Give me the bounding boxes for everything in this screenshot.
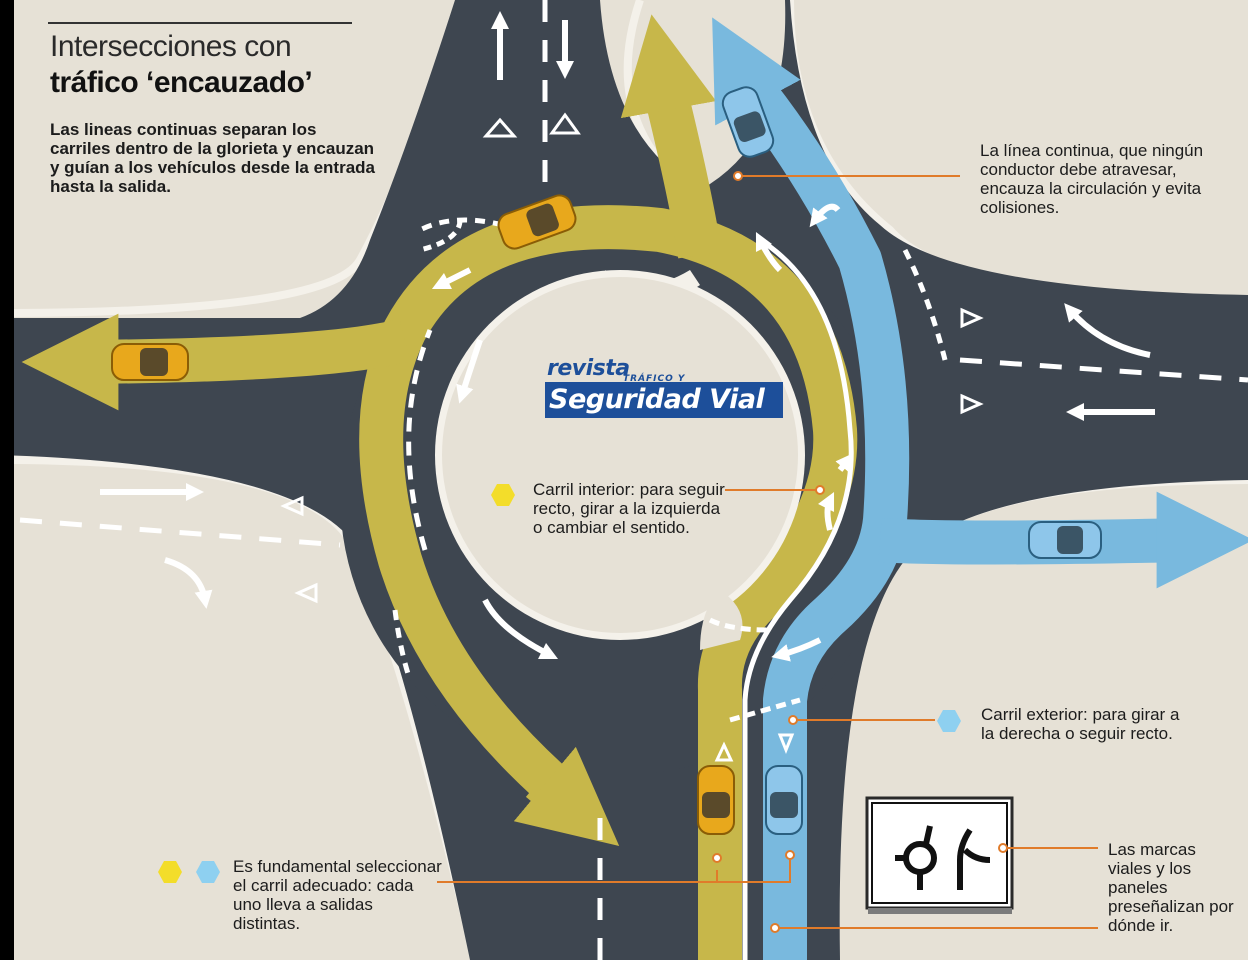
outer-exit-arrow-north bbox=[712, 17, 801, 126]
note-solid-line: La línea continua, que ningún conductor … bbox=[980, 141, 1204, 217]
title-line-1: Intersecciones con bbox=[50, 30, 292, 63]
note-outer-lane: Carril exterior: para girar a la derecha… bbox=[981, 705, 1180, 743]
car-icon bbox=[721, 86, 775, 158]
note-inner-lane: Carril interior: para seguir recto, gira… bbox=[533, 480, 725, 537]
road-arrows bbox=[100, 11, 1155, 662]
yield-triangles bbox=[280, 112, 984, 762]
car-icon bbox=[1028, 521, 1102, 559]
logo-line-3: Seguridad Vial bbox=[549, 384, 765, 415]
logo-line-2: TRÁFICO Y bbox=[623, 374, 686, 384]
hexagon-marker-icon bbox=[158, 861, 182, 883]
title-rule bbox=[48, 22, 352, 24]
hexagon-marker-icon bbox=[196, 861, 220, 883]
intro-text: Las lineas continuas separan los carrile… bbox=[50, 120, 376, 196]
hexagon-marker-icon bbox=[491, 484, 515, 506]
outer-lane bbox=[727, 66, 1191, 960]
roundabout-sign-icon bbox=[865, 796, 1014, 914]
brand-logo: revista TRÁFICO Y Seguridad Vial bbox=[545, 356, 783, 420]
inner-exit-arrow-north bbox=[620, 14, 717, 119]
callout-dots bbox=[712, 171, 1008, 933]
logo-line-1: revista bbox=[547, 356, 630, 381]
note-select-lane: Es fundamental seleccionar el carril ade… bbox=[233, 857, 442, 933]
callout-lines bbox=[437, 175, 1098, 929]
car-icon bbox=[111, 343, 189, 381]
note-signs: Las marcas viales y los paneles preseñal… bbox=[1108, 840, 1234, 935]
car-icon bbox=[497, 194, 577, 250]
title-line-2: tráfico ‘encauzado’ bbox=[50, 66, 313, 99]
lane-markings bbox=[19, 0, 1248, 960]
hexagon-marker-icon bbox=[937, 710, 961, 732]
car-icon bbox=[765, 765, 803, 835]
inner-exit-arrow-south bbox=[513, 746, 620, 846]
logo-bar bbox=[545, 382, 783, 418]
car-icon bbox=[697, 765, 735, 835]
central-island bbox=[435, 270, 805, 650]
